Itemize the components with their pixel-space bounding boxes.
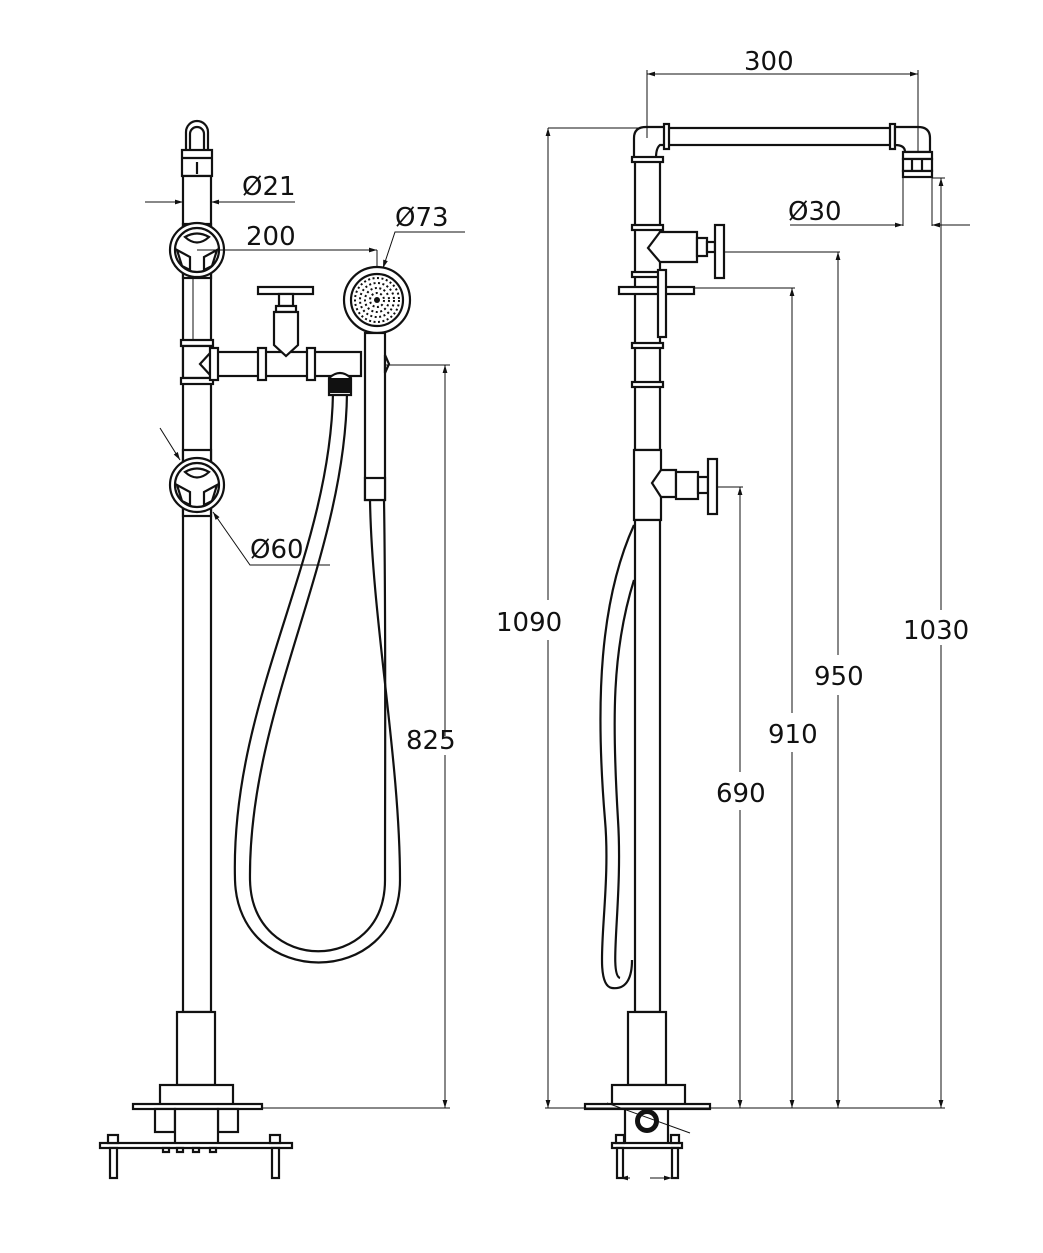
dim-shower-head-diameter: Ø30 <box>788 197 842 227</box>
dim-holder-height-front: 825 <box>406 726 456 756</box>
side-hose <box>599 524 636 990</box>
dim-overhead-reach: 300 <box>744 47 794 77</box>
dim-arm-length: 200 <box>246 222 296 252</box>
dimensions-front: Ø21 200 Ø73 Ø60 825 <box>145 172 465 1109</box>
front-view: Ø21 200 Ø73 Ø60 825 <box>98 119 465 1180</box>
handle-wheel-lower <box>168 448 226 518</box>
top-loop <box>184 119 210 150</box>
main-pipe <box>181 174 213 1014</box>
dim-handle-diameter: Ø60 <box>250 535 304 565</box>
overhead-arm <box>666 126 893 147</box>
dim-lower-valve-height: 690 <box>716 779 766 809</box>
dim-holder-height-side: 910 <box>768 720 818 750</box>
dim-pipe-diameter: Ø21 <box>242 172 296 202</box>
dimensions-side: 300 Ø30 1090 1030 950 910 <box>496 47 970 1109</box>
dim-hand-shower-diameter: Ø73 <box>395 203 449 233</box>
hose <box>233 392 402 964</box>
base-front <box>98 1010 294 1180</box>
arm-valve <box>256 285 315 358</box>
side-view: 300 Ø30 1090 1030 950 910 <box>496 47 970 1181</box>
hand-shower <box>342 265 412 502</box>
dim-total-height: 1090 <box>496 608 562 638</box>
side-pipe <box>633 156 662 452</box>
dim-upper-valve-height: 950 <box>814 662 864 692</box>
base-side <box>583 1010 712 1181</box>
dim-outlet-height: 1030 <box>903 616 969 646</box>
